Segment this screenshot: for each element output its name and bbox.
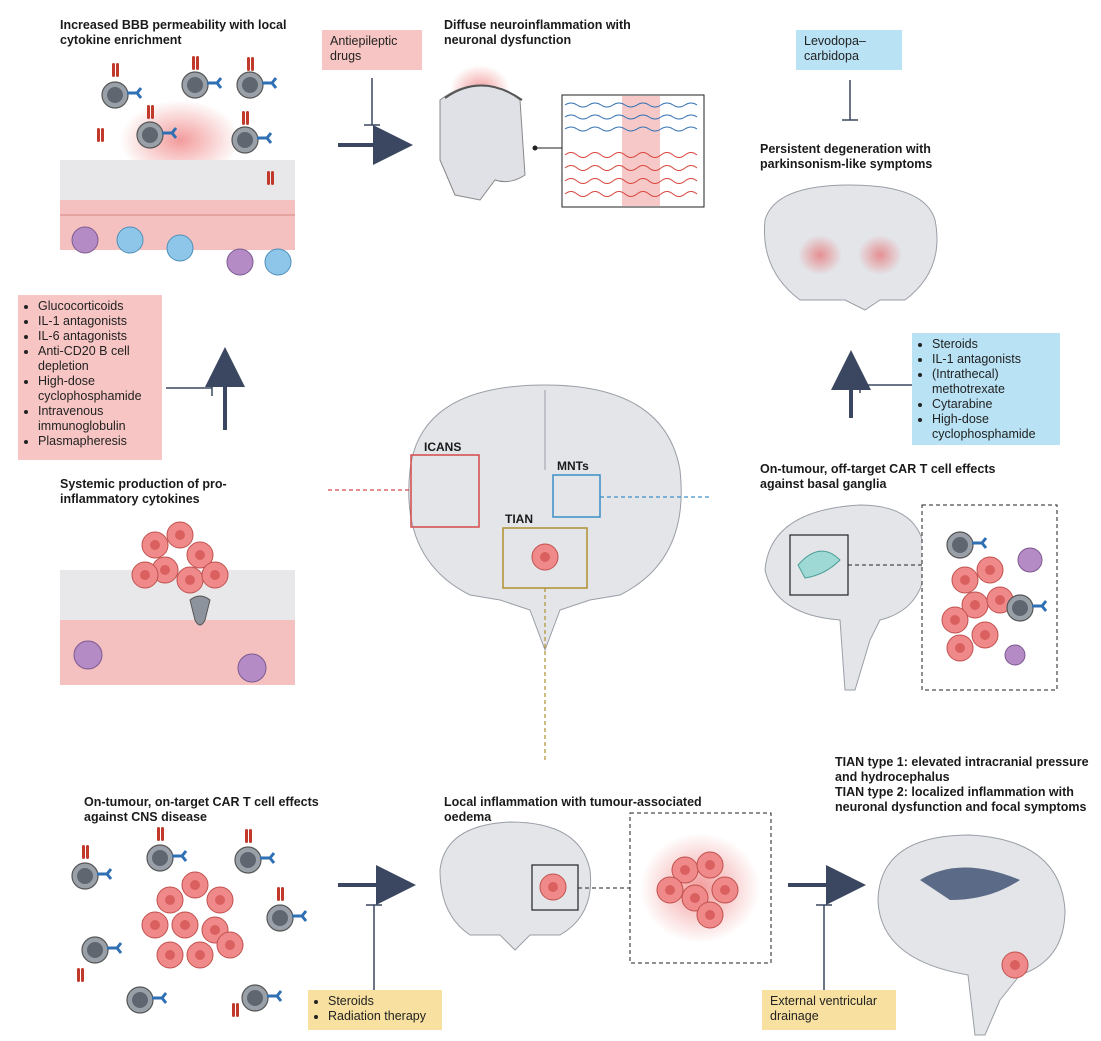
- tian-treatment-item: Radiation therapy: [328, 1009, 434, 1024]
- mnts-label: MNTs: [557, 459, 589, 473]
- tian-types-heading: TIAN type 1: elevated intracranial press…: [835, 755, 1089, 814]
- icans-treatment-item: Anti-CD20 B cell depletion: [38, 344, 154, 374]
- icans-treatment-item: Plasmapheresis: [38, 434, 154, 449]
- icans-treatment-item: Intravenous immunoglobulin: [38, 404, 154, 434]
- bbb-panel: [60, 56, 295, 276]
- icans-treatment-list: Glucocorticoids IL-1 antagonists IL-6 an…: [26, 299, 154, 449]
- icans-treatment-item: High-dose cyclophosphamide: [38, 374, 154, 404]
- off-target-heading: On-tumour, off-target CAR T cell effects…: [760, 462, 996, 491]
- mnt-treatment-item: Cytarabine: [932, 397, 1052, 412]
- icans-treatment-item: IL-6 antagonists: [38, 329, 154, 344]
- mnt-treatment-list: Steroids IL-1 antagonists (Intrathecal) …: [920, 337, 1052, 442]
- on-target-panel: [70, 827, 308, 1017]
- levodopa-box: Levodopa–carbidopa: [796, 30, 902, 70]
- central-coronal-brain: [408, 384, 682, 652]
- bbb-heading: Increased BBB permeability with local cy…: [60, 18, 287, 47]
- icans-treatment-item: Glucocorticoids: [38, 299, 154, 314]
- tian-treatment-list: Steroids Radiation therapy: [316, 994, 434, 1024]
- tian-label: TIAN: [505, 512, 533, 526]
- persistent-heading: Persistent degeneration with parkinsonis…: [760, 142, 933, 171]
- mnt-treatment-item: (Intrathecal) methotrexate: [932, 367, 1052, 397]
- systemic-heading: Systemic production of pro-inflammatory …: [60, 477, 227, 506]
- mnt-treatment-item: IL-1 antagonists: [932, 352, 1052, 367]
- mnt-treatment-item: High-dose cyclophosphamide: [932, 412, 1052, 442]
- icans-treatment-box: Glucocorticoids IL-1 antagonists IL-6 an…: [18, 295, 162, 460]
- sagittal-brain-right: [764, 504, 1058, 691]
- diffuse-heading: Diffuse neuroinflammation with neuronal …: [444, 18, 631, 47]
- tian-treatment-item: Steroids: [328, 994, 434, 1009]
- mnt-treatment-box: Steroids IL-1 antagonists (Intrathecal) …: [912, 333, 1060, 445]
- oedema-panel: [439, 812, 772, 964]
- hydrocephalus-panel: [877, 834, 1066, 1036]
- icans-treatment-item: IL-1 antagonists: [38, 314, 154, 329]
- evd-box: External ventricular drainage: [762, 990, 896, 1030]
- mnt-treatment-item: Steroids: [932, 337, 1052, 352]
- systemic-panel: [60, 521, 295, 685]
- coronal-brain-top-right: [763, 184, 938, 311]
- tian-treatment-box: Steroids Radiation therapy: [308, 990, 442, 1030]
- icans-label: ICANS: [424, 440, 462, 454]
- eeg-panel: [439, 65, 705, 208]
- antiepileptic-box: Antiepileptic drugs: [322, 30, 422, 70]
- local-inflammation-heading: Local inflammation with tumour-associate…: [444, 795, 702, 824]
- on-target-heading: On-tumour, on-target CAR T cell effects …: [84, 795, 319, 824]
